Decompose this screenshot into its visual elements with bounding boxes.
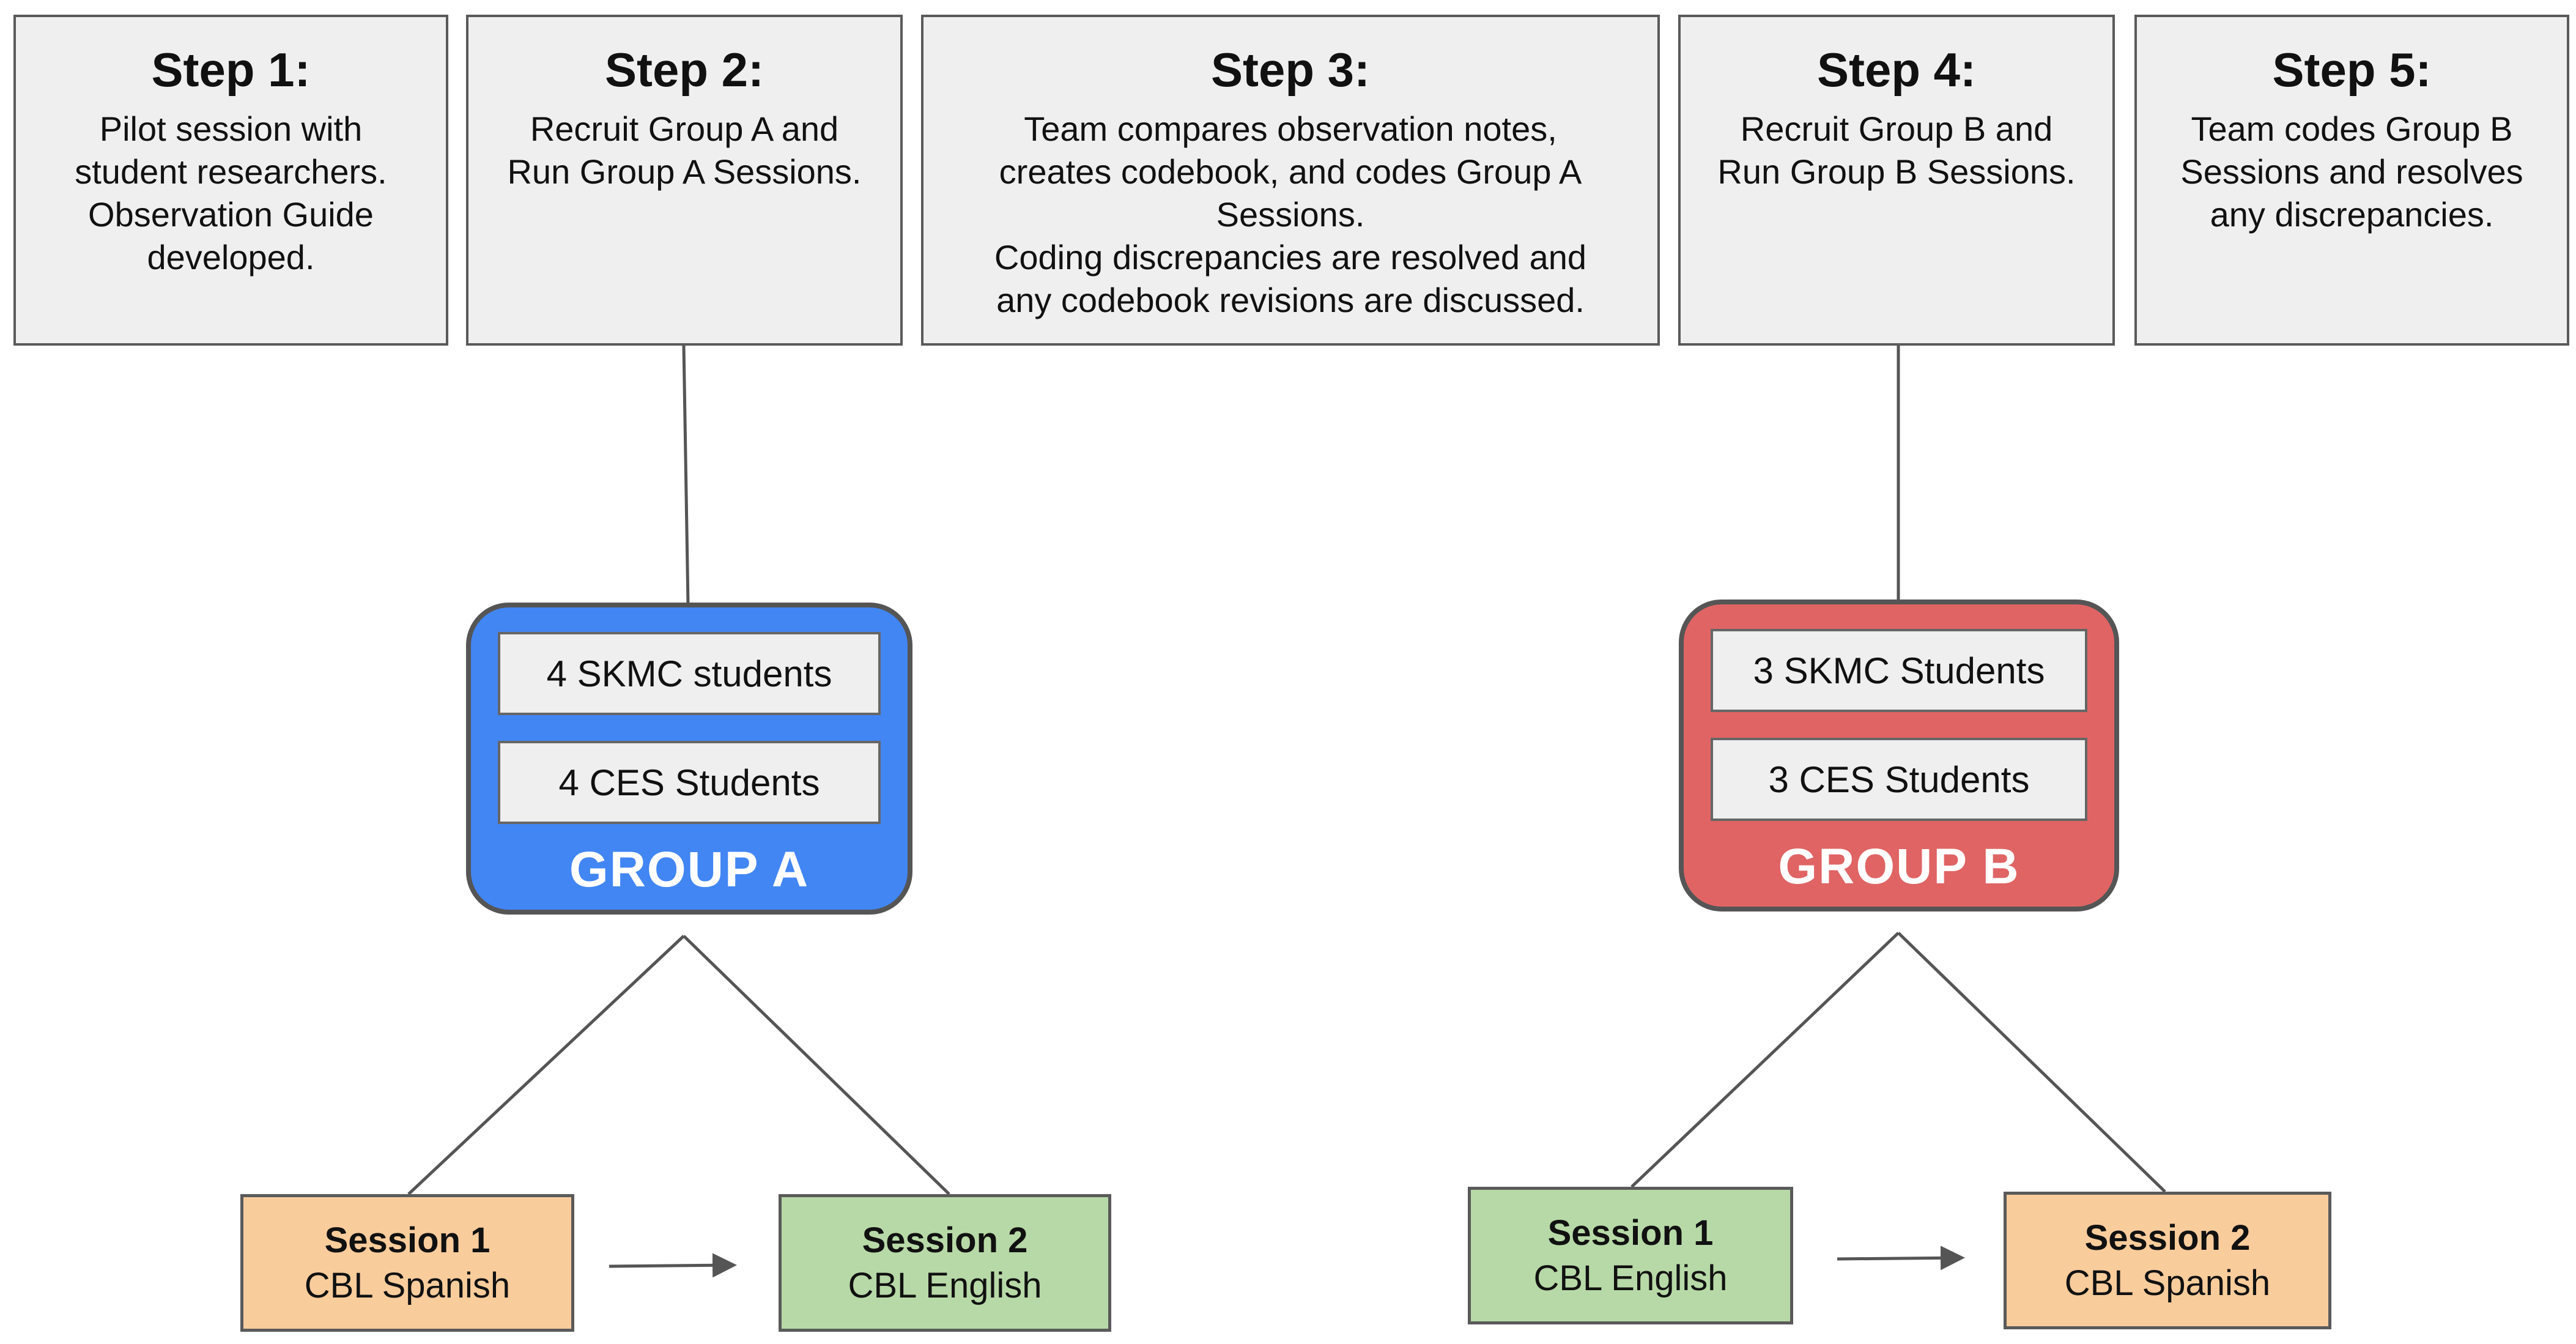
step-3-box: Step 3: Team compares observation notes,… bbox=[921, 15, 1660, 346]
step-1-description: Pilot session with student researchers. … bbox=[75, 109, 387, 277]
group-b-label: GROUP B bbox=[1778, 839, 2020, 894]
step-4-title: Step 4: bbox=[1816, 43, 1977, 97]
group-b-session-2-name: Session 2 bbox=[2084, 1217, 2251, 1258]
group-b-session-2-box: Session 2 CBL Spanish bbox=[2004, 1192, 2331, 1329]
step-5-description: Team codes Group B Sessions and resolves… bbox=[2180, 109, 2523, 234]
group-a-member-ces: 4 CES Students bbox=[498, 741, 881, 824]
step-5-box: Step 5: Team codes Group B Sessions and … bbox=[2134, 15, 2569, 346]
step-4-box: Step 4: Recruit Group B and Run Group B … bbox=[1678, 15, 2115, 346]
group-b-to-session-2-line bbox=[1897, 932, 2166, 1193]
group-a-session-arrow bbox=[609, 1253, 737, 1278]
step-3-description: Team compares observation notes, creates… bbox=[994, 109, 1587, 319]
group-b-session-1-box: Session 1 CBL English bbox=[1468, 1187, 1793, 1324]
step-5-title: Step 5: bbox=[2272, 43, 2432, 97]
group-a-box: 4 SKMC students 4 CES Students GROUP A bbox=[466, 603, 912, 915]
group-b-member-ces: 3 CES Students bbox=[1711, 738, 2087, 821]
step-2-title: Step 2: bbox=[604, 43, 764, 97]
group-a-session-2-name: Session 2 bbox=[862, 1220, 1028, 1260]
group-b-member-skmc: 3 SKMC Students bbox=[1711, 629, 2087, 712]
group-a-label: GROUP A bbox=[569, 842, 810, 897]
step-2-to-group-a-line bbox=[682, 345, 690, 605]
step-4-description: Recruit Group B and Run Group B Sessions… bbox=[1717, 109, 2076, 191]
group-a-session-1-name: Session 1 bbox=[324, 1220, 490, 1260]
group-b-session-2-language: CBL Spanish bbox=[2064, 1263, 2271, 1303]
step-1-box: Step 1: Pilot session with student resea… bbox=[13, 15, 448, 346]
group-a-to-session-2-line bbox=[683, 935, 950, 1195]
group-a-session-1-box: Session 1 CBL Spanish bbox=[240, 1194, 574, 1332]
group-a-session-2-box: Session 2 CBL English bbox=[779, 1194, 1111, 1332]
group-b-session-1-language: CBL English bbox=[1533, 1258, 1728, 1298]
step-2-box: Step 2: Recruit Group A and Run Group A … bbox=[466, 15, 903, 346]
step-2-description: Recruit Group A and Run Group A Sessions… bbox=[507, 109, 862, 191]
group-a-to-session-1-line bbox=[407, 935, 685, 1195]
group-b-session-1-name: Session 1 bbox=[1547, 1212, 1714, 1253]
group-b-box: 3 SKMC Students 3 CES Students GROUP B bbox=[1679, 600, 2119, 911]
group-a-session-1-language: CBL Spanish bbox=[304, 1265, 511, 1305]
group-a-session-2-language: CBL English bbox=[848, 1265, 1042, 1305]
step-1-title: Step 1: bbox=[151, 43, 311, 97]
group-b-session-arrow bbox=[1837, 1246, 1965, 1271]
step-3-title: Step 3: bbox=[1210, 43, 1371, 97]
group-a-member-skmc: 4 SKMC students bbox=[498, 632, 881, 715]
group-b-to-session-1-line bbox=[1630, 932, 1900, 1188]
